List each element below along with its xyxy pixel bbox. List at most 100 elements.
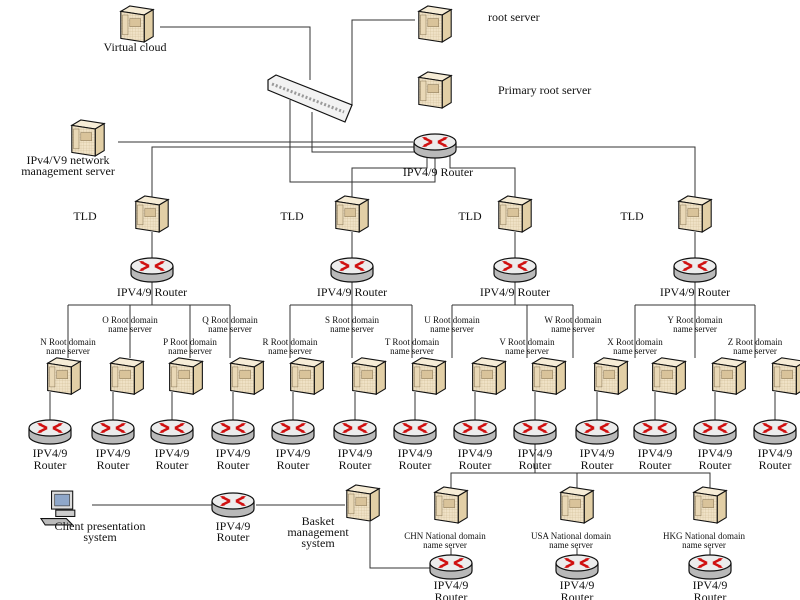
- national-router-label-line2: Router: [694, 590, 727, 600]
- edge-router-label-line2: Router: [519, 458, 552, 472]
- edge-router-icon: [270, 418, 316, 446]
- connector-line: [450, 472, 711, 488]
- primary-root-server-label: Primary root server: [498, 83, 591, 97]
- edge-router-label-line1: IPV4/9: [338, 446, 373, 460]
- tld-router-label: IPV4/9 Router: [117, 285, 187, 299]
- national-router-icon: [428, 553, 474, 581]
- root-server-name-line2: name server: [268, 346, 312, 356]
- edge-router-icon: [574, 418, 620, 446]
- virtual-cloud-server-icon: [120, 5, 154, 43]
- national-server-icon: [693, 486, 727, 524]
- tld-router-label: IPV4/9 Router: [660, 285, 730, 299]
- root-server-name-line1: P Root domain: [163, 337, 217, 347]
- edge-router-label-line2: Router: [581, 458, 614, 472]
- edge-router-label-line1: IPV4/9: [458, 446, 493, 460]
- edge-router-icon: [452, 418, 498, 446]
- root-server-name-line2: name server: [430, 324, 474, 334]
- root-domain-server-icon: [532, 357, 566, 395]
- edge-router-label-line2: Router: [156, 458, 189, 472]
- core-router-label: IPV4/9 Router: [403, 165, 473, 179]
- edge-router-icon: [512, 418, 558, 446]
- root-server-name-line1: Q Root domain: [202, 315, 258, 325]
- national-server-icon: [560, 486, 594, 524]
- root-server-name-line2: name server: [46, 346, 90, 356]
- root-server-name-line2: name server: [208, 324, 252, 334]
- national-router-label-line1: IPV4/9: [693, 578, 728, 592]
- root-domain-server-icon: [169, 357, 203, 395]
- client-label-line1: Client presentation: [55, 519, 146, 533]
- connector-line: [160, 26, 311, 80]
- edge-router-label-line2: Router: [399, 458, 432, 472]
- root-server-name-line1: O Root domain: [102, 315, 158, 325]
- edge-router-label-line2: Router: [97, 458, 130, 472]
- tld-server-icon: [498, 195, 532, 233]
- root-server-name-line1: Z Root domain: [728, 337, 783, 347]
- tld-label: TLD: [280, 209, 304, 223]
- edge-router-icon: [392, 418, 438, 446]
- tld-router-icon: [492, 256, 538, 284]
- client-label-line2: system: [83, 530, 117, 544]
- national-router-icon: [554, 553, 600, 581]
- national-server-icon: [434, 486, 468, 524]
- national-server-label-line1: USA National domain: [531, 531, 611, 541]
- edge-router-label-line1: IPV4/9: [155, 446, 190, 460]
- edge-router-label-line2: Router: [699, 458, 732, 472]
- management-server-label-line2: management server: [21, 164, 115, 178]
- root-server-name-line2: name server: [108, 324, 152, 334]
- national-server-label-line1: CHN National domain: [404, 531, 486, 541]
- tld-label: TLD: [458, 209, 482, 223]
- root-server-name-line2: name server: [551, 324, 595, 334]
- national-router-label-line2: Router: [561, 590, 594, 600]
- edge-router-label-line2: Router: [277, 458, 310, 472]
- edge-router-label-line1: IPV4/9: [518, 446, 553, 460]
- tld-server-icon: [135, 195, 169, 233]
- root-server-name-line2: name server: [505, 346, 549, 356]
- root-domain-server-icon: [47, 357, 81, 395]
- root-server-name-line1: W Root domain: [544, 315, 602, 325]
- tld-router-label: IPV4/9 Router: [317, 285, 387, 299]
- client-router-label-line1: IPV4/9: [216, 519, 251, 533]
- root-domain-server-icon: [230, 357, 264, 395]
- edge-router-label-line2: Router: [759, 458, 792, 472]
- switch-ports: [271, 82, 345, 114]
- edge-router-label-line1: IPV4/9: [398, 446, 433, 460]
- tld-server-icon: [678, 195, 712, 233]
- edge-router-icon: [27, 418, 73, 446]
- root-server-name-line2: name server: [673, 324, 717, 334]
- root-server-name-line1: S Root domain: [325, 315, 380, 325]
- national-server-label-line2: name server: [549, 540, 593, 550]
- tld-router-icon: [129, 256, 175, 284]
- root-server-name-line1: Y Root domain: [667, 315, 723, 325]
- core-router-icon: [412, 132, 458, 160]
- connector-line: [351, 19, 415, 106]
- national-server-label-line2: name server: [423, 540, 467, 550]
- root-domain-server-icon: [110, 357, 144, 395]
- edge-router-label-line1: IPV4/9: [638, 446, 673, 460]
- basket-server-icon: [346, 484, 380, 522]
- root-server-name-line1: U Root domain: [424, 315, 480, 325]
- client-router-icon: [210, 491, 256, 519]
- root-server-name-line2: name server: [168, 346, 212, 356]
- management-server-label-line1: IPv4/V9 network: [27, 153, 110, 167]
- root-server-name-line1: T Root domain: [385, 337, 440, 347]
- root-server-name-line2: name server: [390, 346, 434, 356]
- connector-line: [351, 155, 428, 200]
- tld-server-icon: [335, 195, 369, 233]
- tld-label: TLD: [620, 209, 644, 223]
- national-router-label-line2: Router: [435, 590, 468, 600]
- root-server-name-line2: name server: [733, 346, 777, 356]
- root-domain-server-icon: [594, 357, 628, 395]
- edge-router-label-line2: Router: [217, 458, 250, 472]
- edge-router-label-line1: IPV4/9: [216, 446, 251, 460]
- national-server-label-line1: HKG National domain: [663, 531, 745, 541]
- edge-router-label-line2: Router: [34, 458, 67, 472]
- edge-router-label-line1: IPV4/9: [758, 446, 793, 460]
- edge-router-label-line1: IPV4/9: [33, 446, 68, 460]
- root-domain-server-icon: [712, 357, 746, 395]
- edge-router-icon: [210, 418, 256, 446]
- edge-router-icon: [632, 418, 678, 446]
- edge-router-label-line2: Router: [639, 458, 672, 472]
- edge-router-label-line1: IPV4/9: [276, 446, 311, 460]
- connector-line: [449, 155, 516, 200]
